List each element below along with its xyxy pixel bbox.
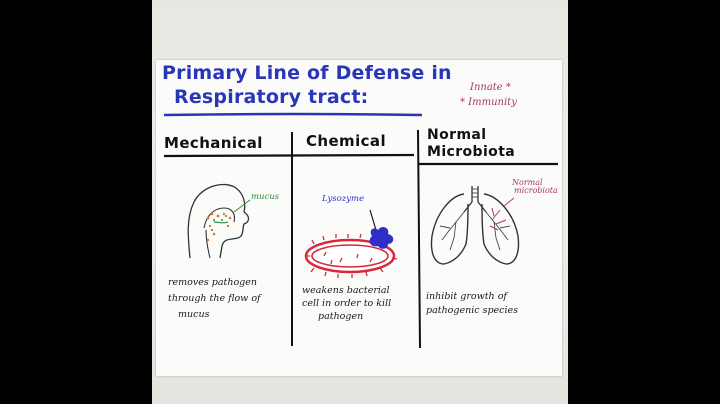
mechanical-caption-1: removes pathogen	[168, 276, 257, 289]
lysozyme-label: Lysozyme	[322, 194, 364, 204]
bacterium-diagram	[302, 204, 402, 282]
mechanical-caption-2: through the flow of	[168, 292, 261, 305]
mucus-label: mucus	[251, 192, 279, 202]
microbiota-caption-1: inhibit growth of	[426, 290, 507, 303]
poster-board: Primary Line of Defense in Respiratory t…	[156, 60, 562, 376]
chemical-caption-1: weakens bacterial	[302, 284, 390, 297]
microbiota-caption-2: pathogenic species	[426, 304, 518, 317]
lungs-diagram	[420, 180, 532, 274]
chemical-caption-3: pathogen	[318, 310, 363, 323]
chemical-caption-2: cell in order to kill	[302, 297, 391, 310]
head-diagram	[184, 178, 264, 260]
mechanical-caption-3: mucus	[178, 308, 209, 321]
